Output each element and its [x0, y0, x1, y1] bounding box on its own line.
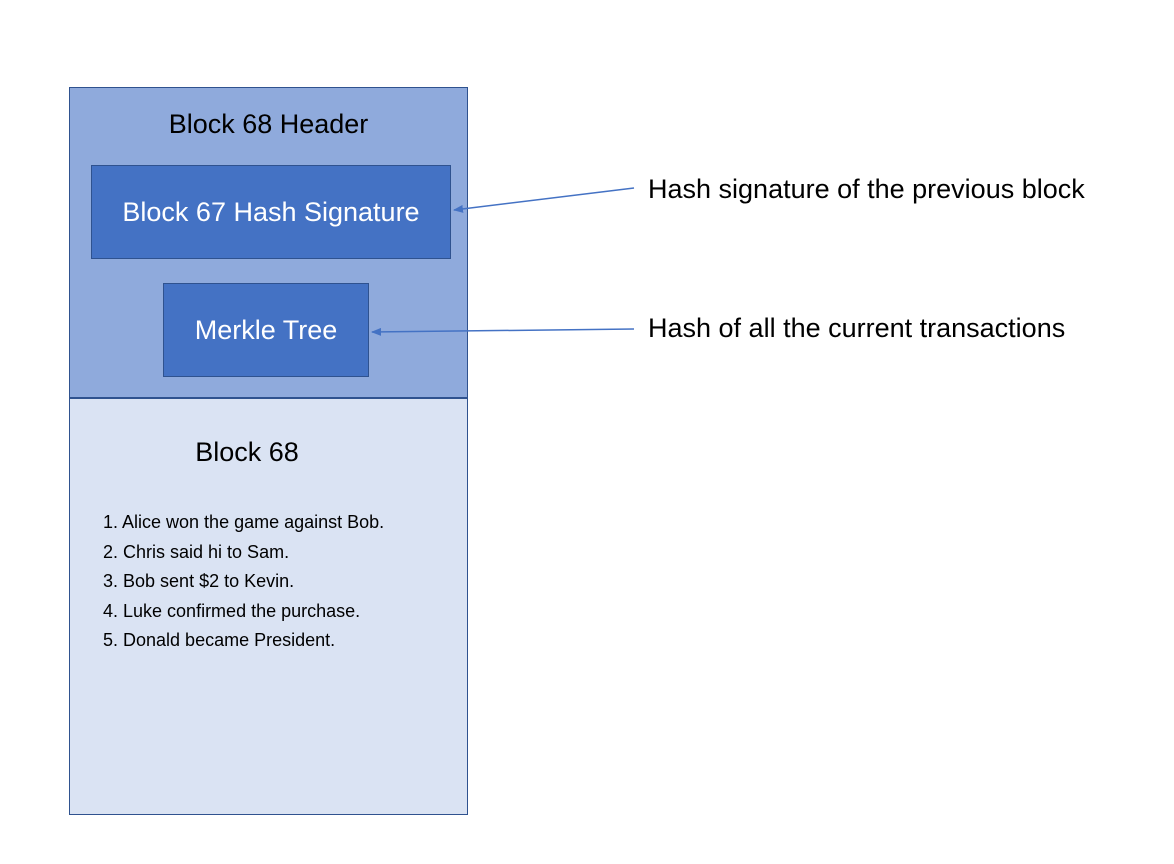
transaction-item: 3. Bob sent $2 to Kevin.: [103, 571, 295, 591]
hash-signature-annotation: Hash signature of the previous block: [648, 174, 1085, 204]
merkle-tree-label: Merkle Tree: [194, 314, 338, 345]
previous-hash-label: Block 67 Hash Signature: [122, 196, 420, 227]
previous-hash-box: Block 67 Hash Signature: [91, 165, 451, 259]
transaction-item: 1. Alice won the game against Bob.: [103, 512, 385, 532]
transaction-item: 2. Chris said hi to Sam.: [103, 541, 290, 562]
merkle-tree-box: Merkle Tree: [163, 283, 369, 377]
transaction-item: 5. Donald became President.: [103, 630, 336, 650]
block-body-title: Block 68: [195, 437, 299, 467]
block-body-panel: [69, 398, 468, 815]
transaction-item: 4. Luke confirmed the purchase.: [103, 600, 361, 621]
hash-signature-arrow: [453, 187, 635, 213]
transaction-list: 1. Alice won the game against Bob. 2. Ch…: [103, 508, 384, 656]
merkle-annotation: Hash of all the current transactions: [648, 313, 1066, 343]
block-header-title: Block 68 Header: [168, 109, 369, 139]
